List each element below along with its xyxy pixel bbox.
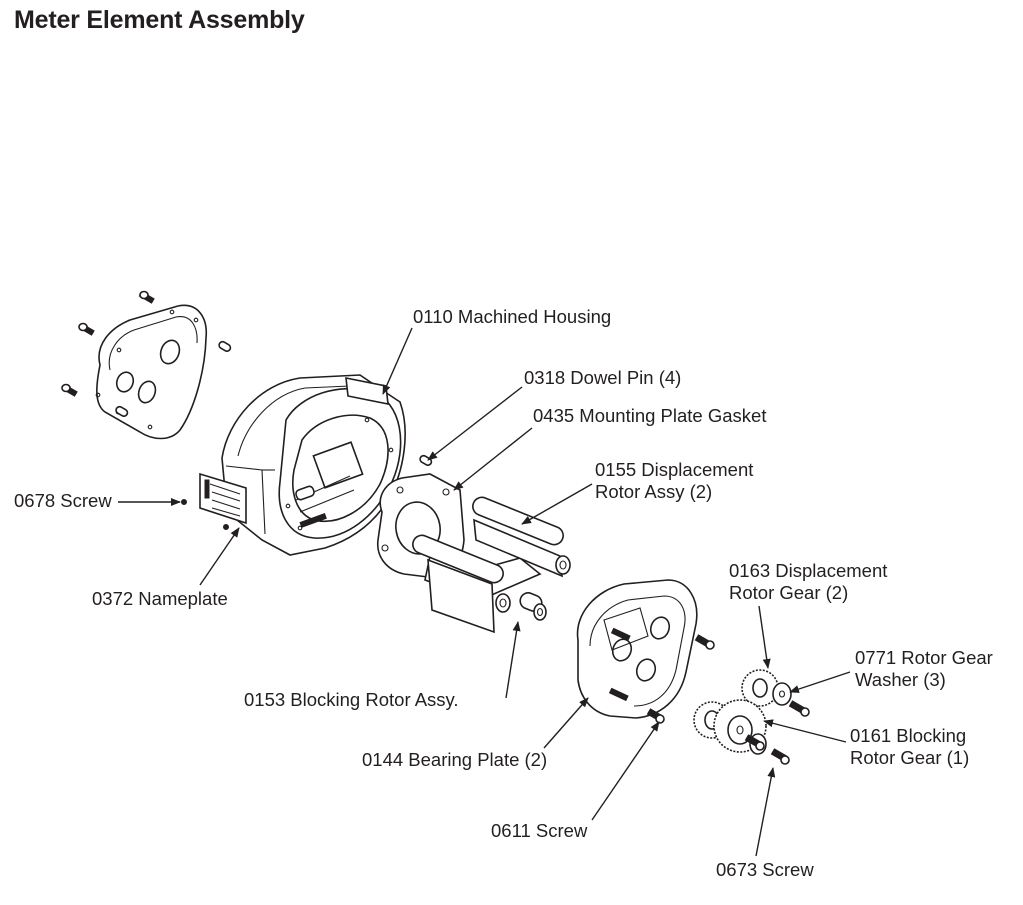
callout-0678-screw: 0678 Screw [14, 490, 112, 512]
callout-0153-blocking-rotor-assy: 0153 Blocking Rotor Assy. [244, 689, 459, 711]
callout-0318-dowel-pin: 0318 Dowel Pin (4) [524, 367, 681, 389]
bearing-plate-screw-icon [646, 634, 715, 724]
leader-0372 [199, 527, 240, 586]
leader-0673 [755, 767, 776, 857]
callout-text: 0318 Dowel Pin (4) [524, 367, 682, 388]
callout-0771-rotor-gear-washer: 0771 Rotor Gear Washer (3) [855, 647, 993, 691]
leader-0153 [505, 621, 521, 699]
page-title: Meter Element Assembly [14, 6, 305, 34]
callout-text: 0163 Displacement [729, 560, 888, 581]
callout-text: 0153 Blocking Rotor Assy. [244, 689, 459, 710]
callout-text: 0771 Rotor Gear [855, 647, 993, 668]
callout-text: Rotor Gear (1) [850, 747, 970, 768]
callout-text: Rotor Assy (2) [595, 481, 713, 502]
machined-housing [221, 374, 406, 556]
callout-0372-nameplate: 0372 Nameplate [92, 588, 228, 610]
callout-text: 0110 Machined Housing [413, 306, 612, 327]
leader-0110 [382, 327, 413, 395]
leader-0435 [453, 427, 533, 491]
callout-0110-machined-housing: 0110 Machined Housing [413, 306, 611, 328]
callout-0144-bearing-plate: 0144 Bearing Plate (2) [362, 749, 547, 771]
callout-text: 0673 Screw [716, 859, 814, 880]
callout-text: Rotor Gear (2) [729, 582, 849, 603]
callout-text: Washer (3) [855, 669, 946, 690]
leader-lines [118, 327, 851, 857]
leader-0163 [758, 605, 771, 669]
nameplate-screw-icon [181, 499, 229, 530]
callout-text: 0372 Nameplate [92, 588, 228, 609]
leader-0144 [543, 697, 589, 749]
callout-text: 0144 Bearing Plate (2) [362, 749, 548, 770]
leader-0771 [789, 671, 851, 693]
callout-text: 0435 Mounting Plate Gasket [533, 405, 767, 426]
callout-0155-displacement-rotor-assy: 0155 Displacement Rotor Assy (2) [595, 459, 753, 503]
front-bearing-plate [576, 579, 698, 719]
leader-0155 [521, 483, 593, 525]
callout-text: 0611 Screw [491, 820, 588, 841]
rear-bearing-plate [95, 304, 207, 440]
callout-text: 0161 Blocking [850, 725, 967, 746]
leader-0318 [427, 386, 523, 461]
rotor-gear-washer-icon [772, 682, 792, 706]
rotor-gears [693, 669, 779, 755]
callout-text: 0678 Screw [14, 490, 112, 511]
nameplate [199, 472, 247, 525]
callout-0163-displacement-rotor-gear: 0163 Displacement Rotor Gear (2) [729, 560, 887, 604]
leader-0611 [591, 721, 660, 821]
callout-0161-blocking-rotor-gear: 0161 Blocking Rotor Gear (1) [850, 725, 969, 769]
rotor-assembly [412, 496, 571, 634]
gear-screw-icon [744, 700, 810, 765]
callout-text: 0155 Displacement [595, 459, 754, 480]
callout-0435-mounting-plate-gasket: 0435 Mounting Plate Gasket [533, 405, 766, 427]
bearing-plate-screw-icon [61, 290, 155, 397]
leader-0161 [763, 719, 847, 743]
callout-0611-screw: 0611 Screw [491, 820, 587, 842]
callout-0673-screw: 0673 Screw [716, 859, 814, 881]
